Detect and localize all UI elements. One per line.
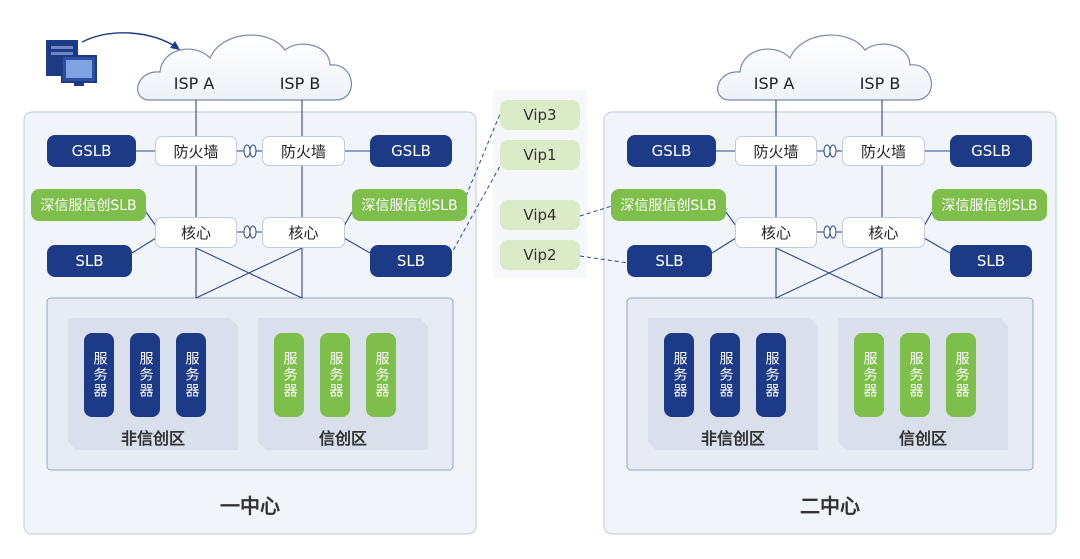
firewall-node: 防火墙 [155,136,237,166]
xc-zone-label: 信创区 [318,429,367,448]
firewall-node: 防火墙 [735,136,817,166]
server-node: 服务器 [664,333,694,417]
firewall-node: 防火墙 [262,136,345,166]
server-node: 服务器 [900,333,930,417]
server-node: 服务器 [320,333,350,417]
center1-title: 一中心 [220,494,280,518]
gslb-node: GSLB [950,135,1032,167]
slb-node: SLB [950,245,1032,277]
vip2-node: Vip2 [500,240,580,270]
gslb-node: GSLB [47,135,136,167]
server-node: 服务器 [366,333,396,417]
isp-a-label: ISP A [753,73,795,93]
slb-node: SLB [370,245,452,277]
computer-icon [46,40,97,86]
center2-title: 二中心 [800,494,860,518]
isp-b-label: ISP B [279,73,321,93]
non-xc-zone-label: 非信创区 [700,429,765,448]
xc-slb-node: 深信服信创SLB [611,189,726,221]
vip1-node: Vip1 [500,140,580,170]
server-node: 服务器 [854,333,884,417]
non-xc-zone-label: 非信创区 [120,429,185,448]
vip4-node: Vip4 [500,200,580,230]
server-node: 服务器 [756,333,786,417]
gslb-node: GSLB [627,135,716,167]
server-node: 服务器 [710,333,740,417]
server-node: 服务器 [84,333,114,417]
server-node: 服务器 [176,333,206,417]
server-node: 服务器 [130,333,160,417]
slb-node: SLB [47,245,132,277]
slb-node: SLB [627,245,712,277]
isp-b-label: ISP B [859,73,901,93]
core-node: 核心 [842,217,925,248]
xc-slb-node: 深信服信创SLB [352,189,467,221]
cloud-icon [137,34,352,101]
vip3-node: Vip3 [500,100,580,130]
xc-zone-label: 信创区 [898,429,947,448]
core-node: 核心 [735,217,817,248]
isp-a-label: ISP A [173,73,215,93]
core-node: 核心 [155,217,237,248]
xc-slb-node: 深信服信创SLB [932,189,1047,221]
xc-slb-node: 深信服信创SLB [31,189,146,221]
server-node: 服务器 [946,333,976,417]
cloud-icon [717,34,932,101]
core-node: 核心 [262,217,345,248]
gslb-node: GSLB [370,135,452,167]
firewall-node: 防火墙 [842,136,925,166]
server-node: 服务器 [274,333,304,417]
